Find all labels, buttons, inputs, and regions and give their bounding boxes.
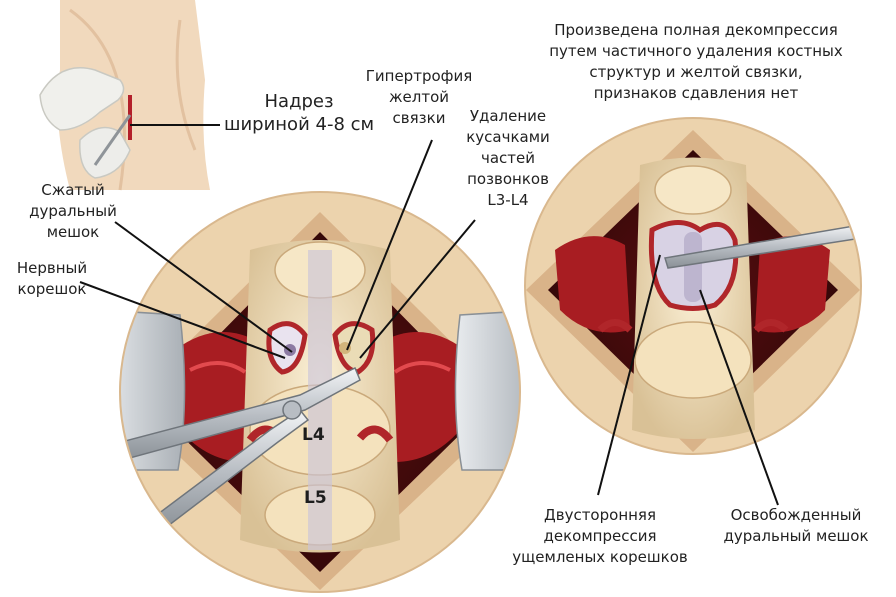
leader-nerve-root xyxy=(79,281,286,359)
scalpel xyxy=(93,114,132,166)
label-compressed-sac: Сжатый дуральный мешок xyxy=(29,181,117,241)
label-released-sac: Освобожденный дуральный мешок xyxy=(723,506,869,545)
operative-field-left: L4 L5 xyxy=(119,191,521,593)
label-bilateral-decompression: Двусторонняя декомпрессия ущемленых коре… xyxy=(512,506,688,566)
laminotomy-right xyxy=(332,321,376,375)
leader-lines xyxy=(79,124,779,506)
vertebra-label-l4: L4 xyxy=(302,425,325,445)
label-nerve-root: Нервный корешок xyxy=(16,259,88,298)
label-removal: Удаление кусачками частей позвонков L3-L… xyxy=(466,107,550,209)
leader-removal xyxy=(359,219,476,359)
operative-field-right xyxy=(524,117,862,455)
rongeur-instrument xyxy=(120,366,361,534)
label-incision: Надрез шириной 4-8 см xyxy=(224,91,375,135)
back-inset xyxy=(39,0,211,191)
gloved-hand xyxy=(39,67,125,131)
retractor-right xyxy=(454,309,520,471)
leader-released-sac xyxy=(699,289,779,506)
leader-compressed-sac xyxy=(114,221,293,353)
vertebra-label-l5: L5 xyxy=(304,488,327,508)
label-ligament-hypertrophy: Гипертрофия желтой связки xyxy=(365,67,473,127)
probe-instrument xyxy=(664,224,861,269)
leader-bilateral xyxy=(597,254,661,496)
leader-ligament xyxy=(346,139,433,351)
label-result: Произведена полная декомпрессия путем ча… xyxy=(549,21,843,102)
